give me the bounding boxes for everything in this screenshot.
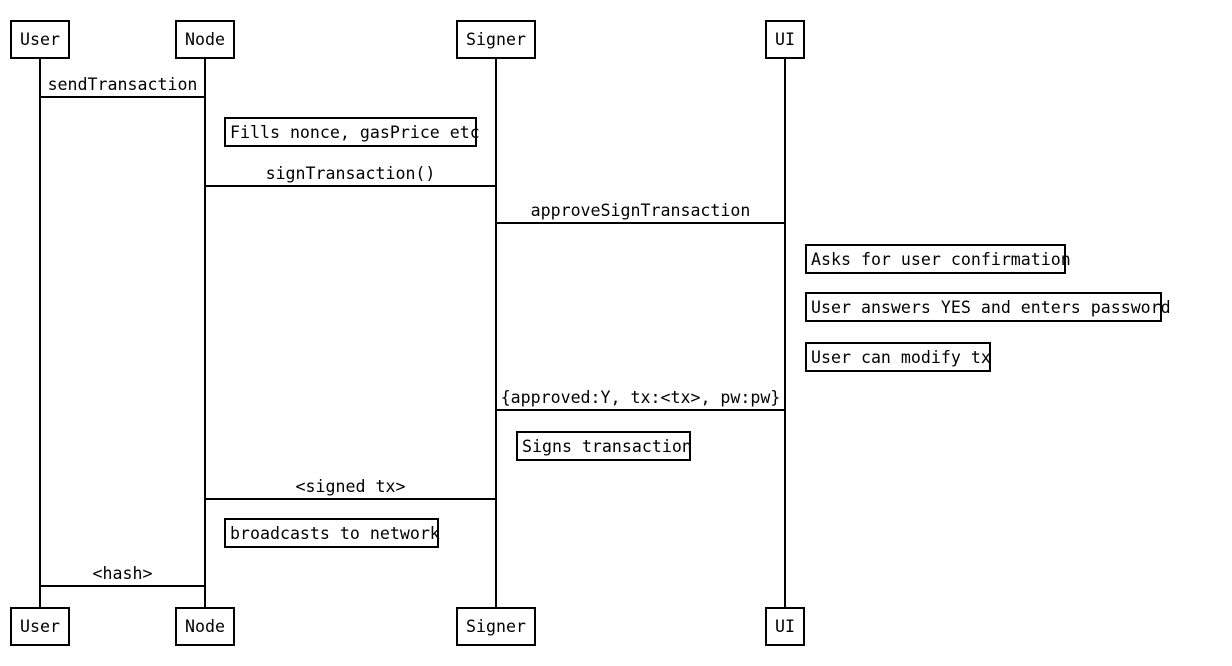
message-line-node-to-user	[40, 585, 205, 587]
note-on-node: Fills nonce, gasPrice etc	[224, 117, 480, 147]
message-label-signer-to-ui: approveSignTransaction	[528, 201, 753, 220]
message-line-ui-to-signer	[496, 409, 785, 411]
note-on-node: broadcasts to network	[224, 518, 440, 548]
actor-box-top-ui: UI	[765, 20, 805, 59]
message-line-signer-to-ui	[496, 222, 785, 224]
message-label-node-to-user: <hash>	[90, 564, 155, 583]
actor-box-bottom-signer: Signer	[456, 607, 536, 646]
actor-box-bottom-node: Node	[175, 607, 235, 646]
message-line-signer-to-node	[205, 498, 496, 500]
message-label-ui-to-signer: {approved:Y, tx:<tx>, pw:pw}	[498, 388, 783, 407]
message-line-user-to-node	[40, 96, 205, 98]
actor-box-bottom-ui: UI	[765, 607, 805, 646]
actor-box-top-signer: Signer	[456, 20, 536, 59]
note-on-ui: Asks for user confirmation	[805, 244, 1071, 274]
note-on-signer: Signs transaction	[516, 431, 692, 461]
actor-box-bottom-user: User	[10, 607, 70, 646]
lifeline-user	[39, 59, 41, 607]
note-on-ui: User can modify tx	[805, 342, 991, 372]
note-on-ui: User answers YES and enters password	[805, 292, 1171, 322]
message-line-node-to-signer	[205, 185, 496, 187]
message-label-signer-to-node: <signed tx>	[293, 477, 408, 496]
actor-box-top-user: User	[10, 20, 70, 59]
message-label-node-to-signer: signTransaction()	[263, 164, 438, 183]
message-label-user-to-node: sendTransaction	[45, 75, 200, 94]
lifeline-ui	[784, 59, 786, 607]
lifeline-node	[204, 59, 206, 607]
lifeline-signer	[495, 59, 497, 607]
actor-box-top-node: Node	[175, 20, 235, 59]
